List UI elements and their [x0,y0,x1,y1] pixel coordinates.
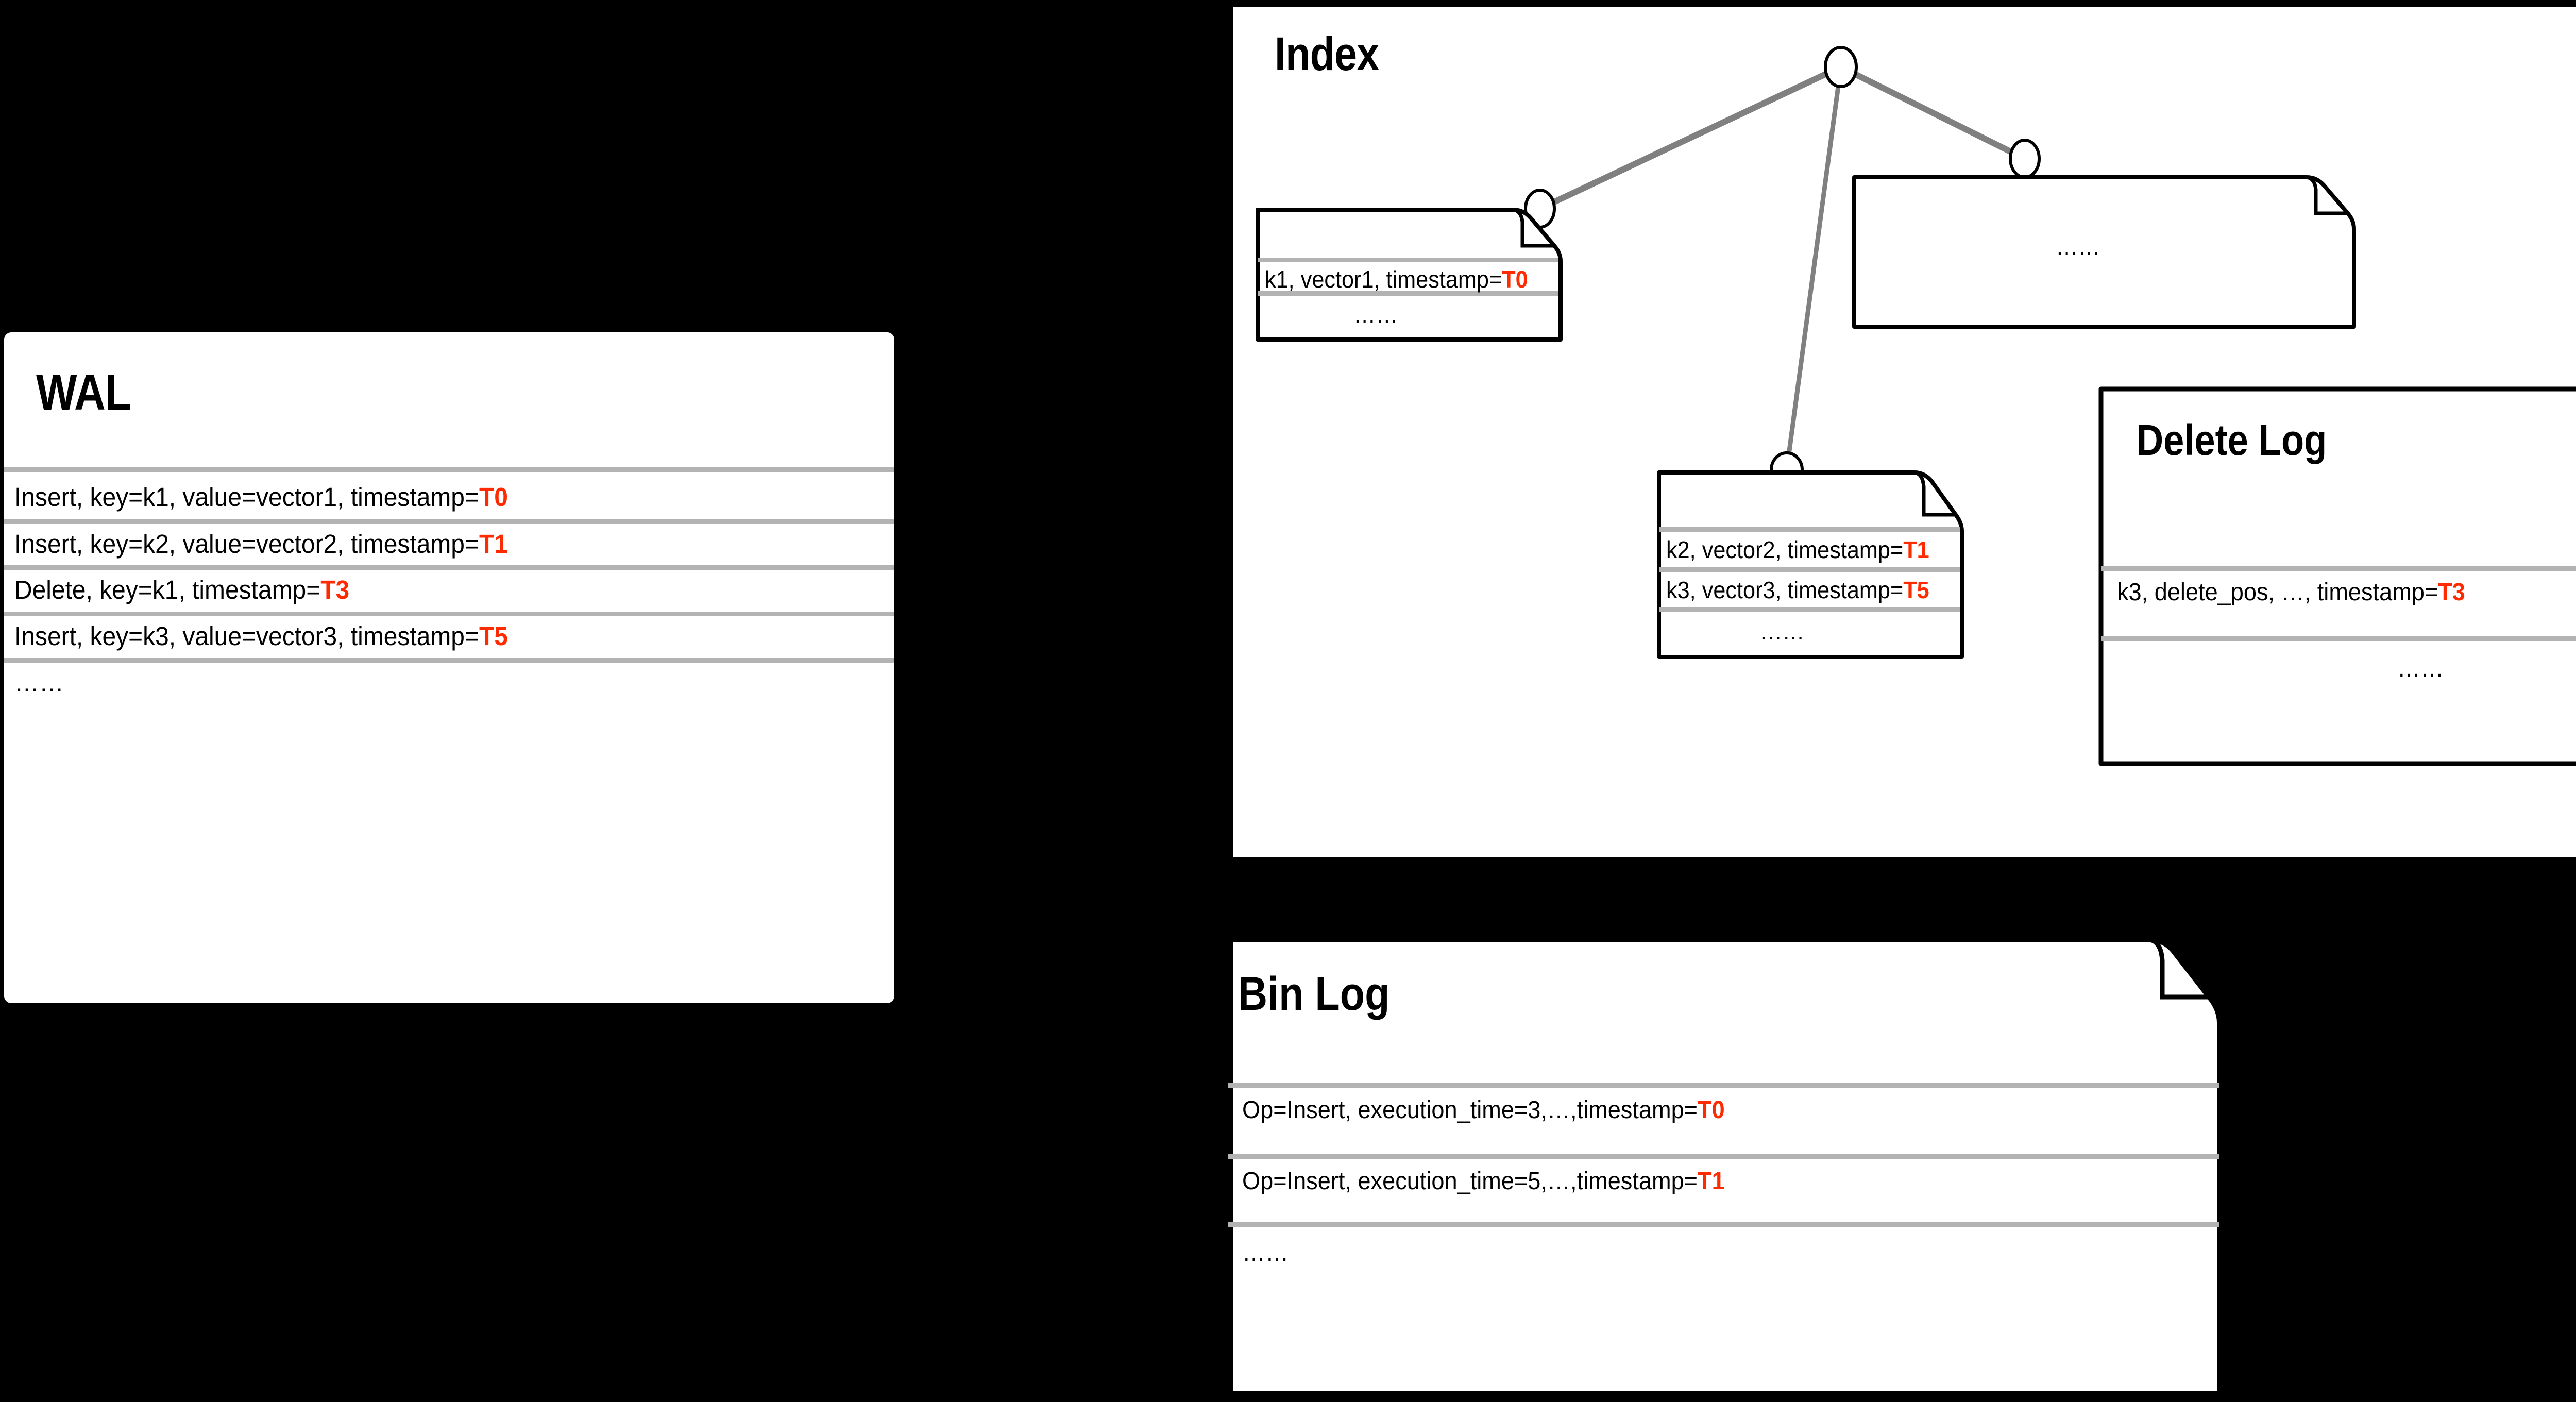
card-row-text: …… [2056,233,2100,260]
card-row-timestamp: T1 [1903,536,1929,563]
wal-row-timestamp: T0 [479,482,508,512]
wal-title: WAL [36,364,132,420]
delete-log-row: k3, delete_pos, …, timestamp=T3 [2117,578,2465,606]
card-row-text: k1, vector1, timestamp= [1265,266,1502,293]
wal-row: Insert, key=k1, value=vector1, timestamp… [14,482,508,512]
card-separator [2101,636,2576,641]
bin-log-row-text: Op=Insert, execution_time=5,…,timestamp= [1242,1168,1698,1195]
bin-log-row-timestamp: T1 [1698,1168,1725,1195]
wal-separator [4,612,894,616]
delete-log-title: Delete Log [2137,416,2327,464]
delete-log-row-text: …… [2397,655,2444,682]
wal-separator [4,467,894,472]
index-leaf-card-ellipsis: …… [1852,175,2356,329]
bin-log-row: …… [1242,1239,1289,1267]
wal-separator [4,565,894,570]
card-row-text: …… [1353,301,1398,328]
bin-log-row-text: …… [1242,1239,1289,1266]
card-separator [1258,291,1558,296]
card-separator [1258,258,1558,262]
bin-log-row: Op=Insert, execution_time=5,…,timestamp=… [1242,1167,1725,1195]
wal-row-timestamp: T3 [320,575,350,604]
wal-row: Delete, key=k1, timestamp=T3 [14,575,349,605]
note-shape [1256,208,1563,342]
card-row-text: k2, vector2, timestamp= [1666,536,1904,563]
index-title: Index [1275,28,1379,80]
wal-panel: WAL Insert, key=k1, value=vector1, times… [4,332,894,1003]
tree-edge-root-bottom [1784,66,1843,470]
wal-row-text: Insert, key=k3, value=vector3, timestamp… [14,621,479,651]
delete-log-row: …… [2397,654,2444,683]
wal-row-text: Insert, key=k2, value=vector2, timestamp… [14,529,479,559]
card-row: …… [1353,300,1398,328]
wal-row: Insert, key=k3, value=vector3, timestamp… [14,621,508,651]
wal-row-text: Insert, key=k1, value=vector1, timestamp… [14,482,479,512]
note-shape [1657,470,1964,659]
wal-row: Insert, key=k2, value=vector2, timestamp… [14,529,508,559]
card-row-text: k3, vector3, timestamp= [1666,577,1904,603]
delete-log-card: Delete Log k3, delete_pos, …, timestamp=… [2098,386,2576,766]
bin-log-separator [1228,1154,2219,1159]
delete-log-row-timestamp: T3 [2438,579,2465,606]
bin-log-title: Bin Log [1238,968,1390,1020]
tree-edge-root-left [1538,64,1842,212]
bin-log-row: Op=Insert, execution_time=3,…,timestamp=… [1242,1096,1725,1124]
bin-log-row-timestamp: T0 [1698,1096,1725,1124]
card-separator [2101,566,2576,571]
card-row: k2, vector2, timestamp=T1 [1666,536,1929,564]
wal-row-timestamp: T1 [479,529,508,559]
card-row-timestamp: T5 [1903,577,1929,603]
index-tree [1524,46,2041,488]
card-row: k3, vector3, timestamp=T5 [1666,576,1929,604]
card-row: …… [2056,233,2100,261]
note-shape [1228,937,2222,1396]
tree-node-right [2009,139,2041,179]
delete-log-row-text: k3, delete_pos, …, timestamp= [2117,579,2438,606]
index-leaf-card-k1: k1, vector1, timestamp=T0 …… [1256,208,1563,342]
card-separator [1659,607,1960,612]
card-separator [1659,527,1960,532]
note-shape [2098,386,2576,766]
wal-separator [4,519,894,524]
wal-row-timestamp: T5 [479,621,508,651]
tree-edge-root-right [1839,64,2026,162]
wal-row-text: Delete, key=k1, timestamp= [14,575,321,604]
card-row-text: …… [1760,618,1805,645]
bin-log-separator [1228,1083,2219,1088]
wal-separator [4,658,894,663]
card-row-timestamp: T0 [1502,266,1528,293]
wal-row-text: …… [14,668,64,697]
bin-log-row-text: Op=Insert, execution_time=3,…,timestamp= [1242,1096,1698,1124]
card-separator [1659,567,1960,572]
bin-log-card: Bin Log Op=Insert, execution_time=3,…,ti… [1228,937,2222,1396]
index-leaf-card-k2-k3: k2, vector2, timestamp=T1 k3, vector3, t… [1657,470,1964,659]
card-row: …… [1760,617,1804,645]
note-shape [1852,175,2356,329]
bin-log-separator [1228,1222,2219,1227]
wal-row: …… [14,667,64,698]
card-row: k1, vector1, timestamp=T0 [1265,265,1528,293]
tree-node-root [1824,46,1858,88]
